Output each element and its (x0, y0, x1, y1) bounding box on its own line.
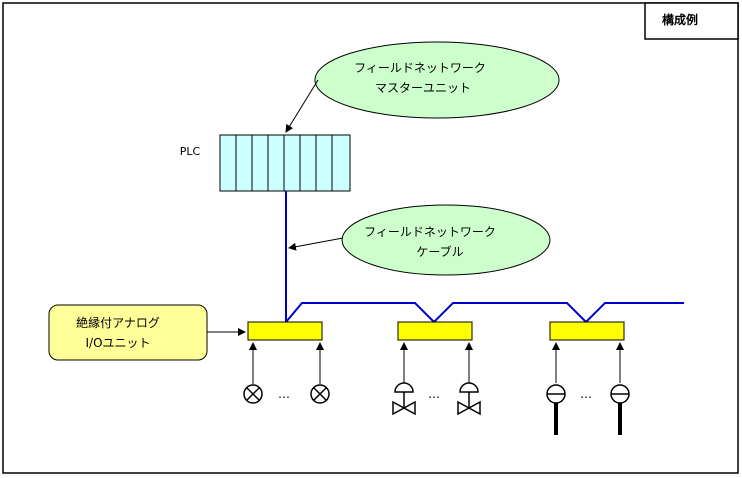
device-ellipsis: … (428, 387, 440, 401)
field-network-cable (285, 191, 684, 324)
plc-rack (219, 134, 351, 192)
io-node-1 (247, 321, 323, 341)
control-valve-icon (457, 382, 481, 416)
device-group-2: … (392, 342, 481, 416)
master-unit-arrow (285, 79, 319, 133)
plc-label: PLC (180, 145, 201, 158)
io-unit-callout-line1: 絶縁付アナログ (76, 315, 160, 330)
io-node-3 (549, 321, 625, 341)
header-box: 構成例 (644, 2, 739, 40)
io-unit-callout-line2: I/Oユニット (85, 336, 150, 350)
device-ellipsis: … (278, 387, 290, 401)
master-unit-callout-line2: マスターユニット (375, 81, 471, 95)
master-unit-callout-line1: フィールドネットワーク (354, 61, 486, 75)
io-unit-callout: 絶縁付アナログ I/Oユニット (48, 304, 208, 361)
cable-callout-line1: フィールドネットワーク (364, 225, 496, 239)
transmitter-icon (546, 384, 566, 435)
cable-callout: フィールドネットワーク ケーブル (341, 204, 551, 276)
sensor-circle-x-icon (243, 384, 263, 404)
io-node-2 (397, 321, 473, 341)
transmitter-icon (610, 384, 630, 435)
master-unit-callout: フィールドネットワーク マスターユニット (314, 41, 560, 119)
device-ellipsis: … (580, 387, 592, 401)
device-group-3: … (546, 342, 630, 435)
control-valve-icon (392, 382, 416, 416)
header-label: 構成例 (662, 12, 698, 27)
cable-callout-line2: ケーブル (416, 244, 463, 259)
device-group-1: … (243, 342, 330, 404)
cable-callout-arrow (288, 237, 344, 251)
sensor-circle-x-icon (310, 384, 330, 404)
